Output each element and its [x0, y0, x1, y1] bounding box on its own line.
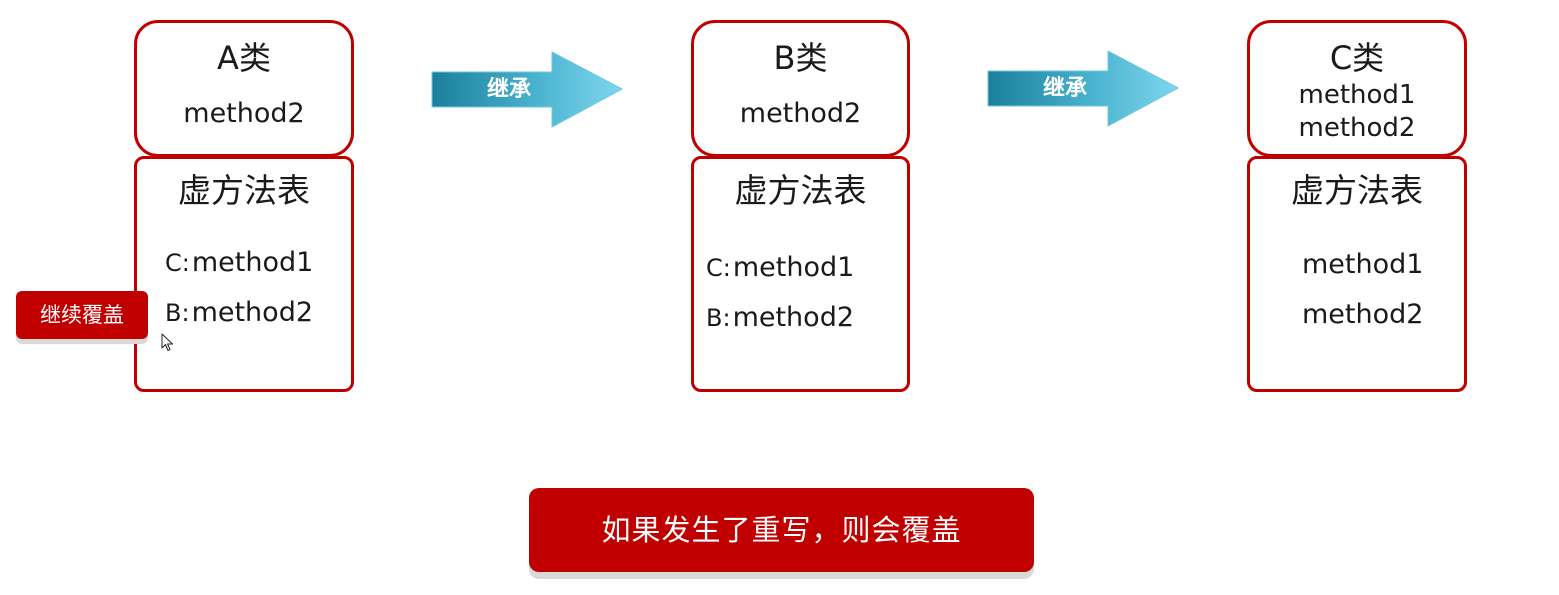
class-a-vtable-entry: B:method2	[165, 296, 313, 330]
class-c-vtable-entry: method2	[1302, 299, 1424, 330]
inherit-arrow-2-label: 继承	[1042, 76, 1087, 101]
class-b-vtable-entry: C:method1	[706, 251, 854, 285]
override-note-banner: 如果发生了重写，则会覆盖	[529, 488, 1034, 572]
entry-source: C:	[165, 249, 190, 277]
continue-override-badge: 继续覆盖	[16, 291, 148, 339]
class-a-header-box: A类 method2	[134, 20, 354, 157]
class-a-vtable-box: 虚方法表 C:method1 B:method2	[134, 156, 354, 392]
class-a-method: method2	[183, 98, 305, 129]
class-c-vtable-box: 虚方法表 method1 method2	[1247, 156, 1467, 392]
inherit-arrow-2	[987, 50, 1179, 127]
class-a-vtable-entry: C:method1	[165, 246, 313, 280]
inherit-arrow-1	[431, 51, 623, 128]
class-b-header-box: B类 method2	[691, 20, 910, 157]
class-a-vtable-title: 虚方法表	[178, 171, 310, 210]
entry-method: method1	[191, 247, 314, 278]
class-b-title: B类	[773, 39, 828, 77]
class-a-title: A类	[217, 39, 271, 77]
entry-source: B:	[706, 304, 731, 332]
entry-source: B:	[165, 299, 190, 327]
entry-method: method2	[191, 297, 314, 328]
entry-method: method1	[732, 252, 855, 283]
class-c-method: method2	[1298, 113, 1416, 143]
inherit-arrow-1-label: 继承	[486, 77, 531, 102]
entry-method: method2	[732, 302, 855, 333]
class-b-vtable-entry: B:method2	[706, 301, 854, 335]
class-c-vtable-title: 虚方法表	[1291, 171, 1423, 210]
mouse-pointer-icon	[161, 333, 173, 351]
class-c-method: method1	[1298, 80, 1416, 110]
class-b-method: method2	[739, 98, 862, 129]
class-b-vtable-box: 虚方法表 C:method1 B:method2	[691, 156, 910, 392]
entry-source: C:	[706, 254, 731, 282]
class-c-title: C类	[1329, 39, 1385, 77]
class-c-vtable-entry: method1	[1302, 249, 1424, 280]
class-b-vtable-title: 虚方法表	[734, 171, 867, 210]
class-c-header-box: C类 method1 method2	[1247, 20, 1467, 157]
